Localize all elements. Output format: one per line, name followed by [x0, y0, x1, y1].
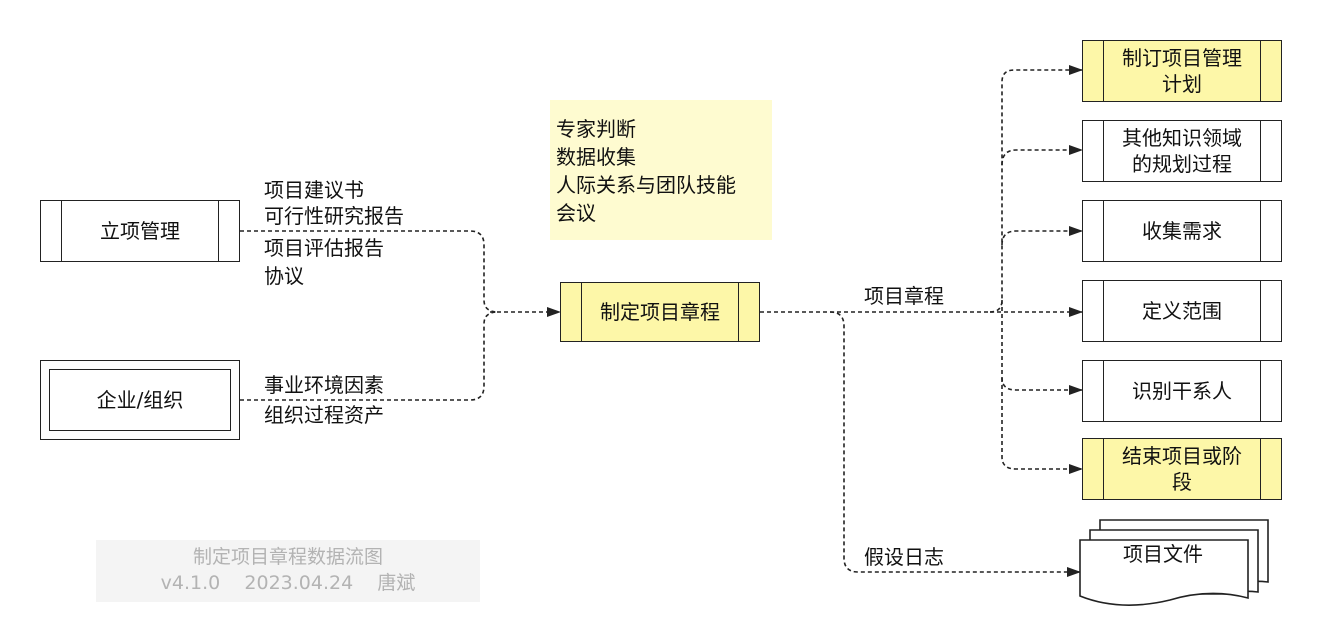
target-develop-pm-plan-label: 制订项目管理计划	[1122, 46, 1242, 96]
connector-documents	[829, 311, 1081, 577]
tools-and-techniques-note: 专家判断 数据收集 人际关系与团队技能 会议	[550, 100, 772, 240]
tool-meetings: 会议	[556, 201, 596, 225]
target-other-planning-label: 其他知识领域的规划过程	[1122, 126, 1242, 176]
process-develop-charter[interactable]: 制定项目章程	[560, 282, 760, 342]
input-label-agreement: 协议	[264, 264, 304, 288]
target-define-scope-label: 定义范围	[1142, 299, 1222, 323]
process-develop-charter-label: 制定项目章程	[600, 300, 720, 324]
connector-target-5	[1001, 300, 1083, 395]
source-enterprise-inner-frame: 企业/组织	[49, 369, 231, 431]
output-label-assumption-log: 假设日志	[864, 545, 944, 569]
tool-expert-judgment: 专家判断	[556, 117, 636, 141]
input-label-evaluation: 项目评估报告	[264, 236, 384, 260]
footer-title: 制定项目章程数据流图	[192, 546, 383, 568]
source-enterprise-label: 企业/组织	[96, 388, 184, 412]
connector-source2	[240, 311, 499, 401]
connector-target-3	[1001, 226, 1083, 246]
connector-target-1	[989, 65, 1083, 313]
diagram-footer: 制定项目章程数据流图 v4.1.0 2023.04.24 唐斌	[96, 540, 480, 602]
target-define-scope[interactable]: 定义范围	[1082, 280, 1282, 342]
connector-source1	[240, 230, 499, 313]
target-close-project-phase-label: 结束项目或阶段	[1122, 444, 1242, 494]
target-identify-stakeholders[interactable]: 识别干系人	[1082, 360, 1282, 422]
output-label-charter: 项目章程	[864, 284, 944, 308]
tool-data-gathering: 数据收集	[556, 145, 636, 169]
target-close-project-phase[interactable]: 结束项目或阶段	[1082, 438, 1282, 500]
source-project-initiation[interactable]: 立项管理	[40, 200, 240, 262]
tool-interpersonal-skills: 人际关系与团队技能	[556, 173, 736, 197]
target-collect-requirements[interactable]: 收集需求	[1082, 200, 1282, 262]
target-other-planning-processes[interactable]: 其他知识领域的规划过程	[1082, 120, 1282, 182]
input-label-proposal: 项目建议书	[264, 178, 364, 202]
input-label-eef: 事业环境因素	[264, 373, 384, 397]
source-enterprise-organization[interactable]: 企业/组织	[40, 360, 240, 440]
source-project-initiation-label: 立项管理	[100, 219, 180, 243]
document-project-documents-label[interactable]: 项目文件	[1123, 542, 1203, 566]
connector-target-6	[1001, 378, 1083, 474]
input-label-feasibility: 可行性研究报告	[264, 204, 404, 228]
target-collect-requirements-label: 收集需求	[1142, 219, 1222, 243]
target-identify-stakeholders-label: 识别干系人	[1132, 379, 1232, 403]
document-icon	[1079, 519, 1269, 606]
input-label-opa: 组织过程资产	[264, 403, 384, 427]
target-develop-pm-plan[interactable]: 制订项目管理计划	[1082, 40, 1282, 102]
footer-meta: v4.1.0 2023.04.24 唐斌	[160, 572, 416, 594]
connector-target-2	[1001, 145, 1083, 166]
